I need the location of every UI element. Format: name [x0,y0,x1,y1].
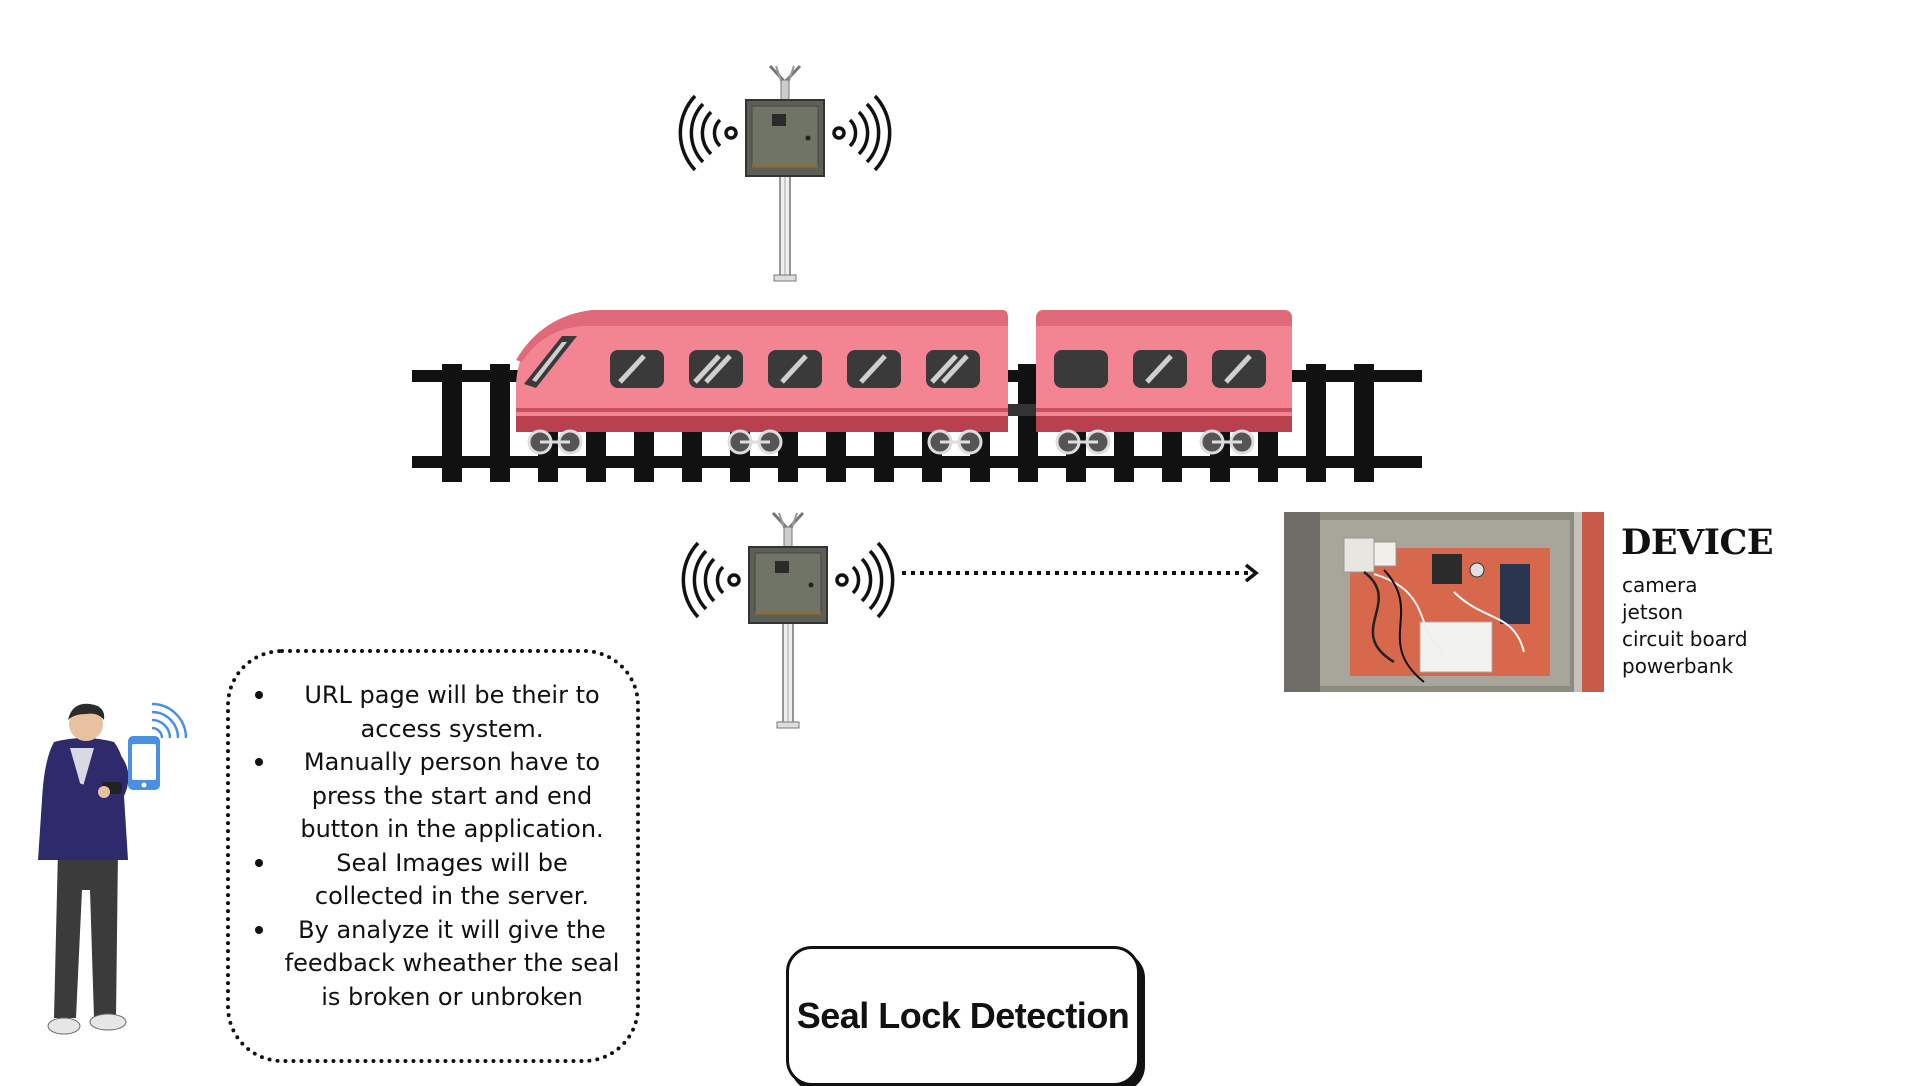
device-component-circuit-board: circuit board [1622,627,1748,651]
device-component-camera: camera [1622,573,1698,597]
device-component-powerbank: powerbank [1622,654,1734,678]
device-component-list: camera jetson circuit board powerbank [1622,572,1748,680]
notes-box: URL page will be their to access system.… [226,649,640,1063]
device-component-jetson: jetson [1622,600,1684,624]
pole-unit-bottom [673,509,903,734]
notes-list: URL page will be their to access system.… [230,679,636,1014]
device-heading: DEVICE [1621,522,1774,563]
wifi-signal-right-icon [835,541,895,619]
note-item-feedback: By analyze it will give the feedback whe… [230,914,636,1015]
camera-pole-box-icon [678,64,892,282]
title-box: Seal Lock Detection [786,946,1140,1086]
page-title: Seal Lock Detection [796,995,1130,1036]
electrical-box-icon [748,546,828,624]
electrical-box-icon [745,99,825,177]
train-car-second [1036,310,1292,455]
pole-icon [768,64,802,282]
wifi-signal-left-icon [681,541,741,619]
train-car-lead [516,310,1008,455]
smartphone-icon [128,736,160,790]
device-photo [1284,512,1604,692]
train-on-track [412,300,1422,490]
note-item-manual: Manually person have to press the start … [230,746,636,847]
pole-icon [771,511,805,729]
dotted-arrow-icon [902,563,1259,583]
train-icon [412,310,1422,482]
person-icon [38,702,188,1035]
pole-unit-top [670,62,900,287]
camera-pole-box-icon [681,511,895,729]
wifi-signal-icon [151,702,188,739]
wifi-signal-left-icon [678,94,738,172]
note-item-url: URL page will be their to access system. [230,679,636,746]
wifi-signal-right-icon [832,94,892,172]
note-item-images: Seal Images will be collected in the ser… [230,847,636,914]
